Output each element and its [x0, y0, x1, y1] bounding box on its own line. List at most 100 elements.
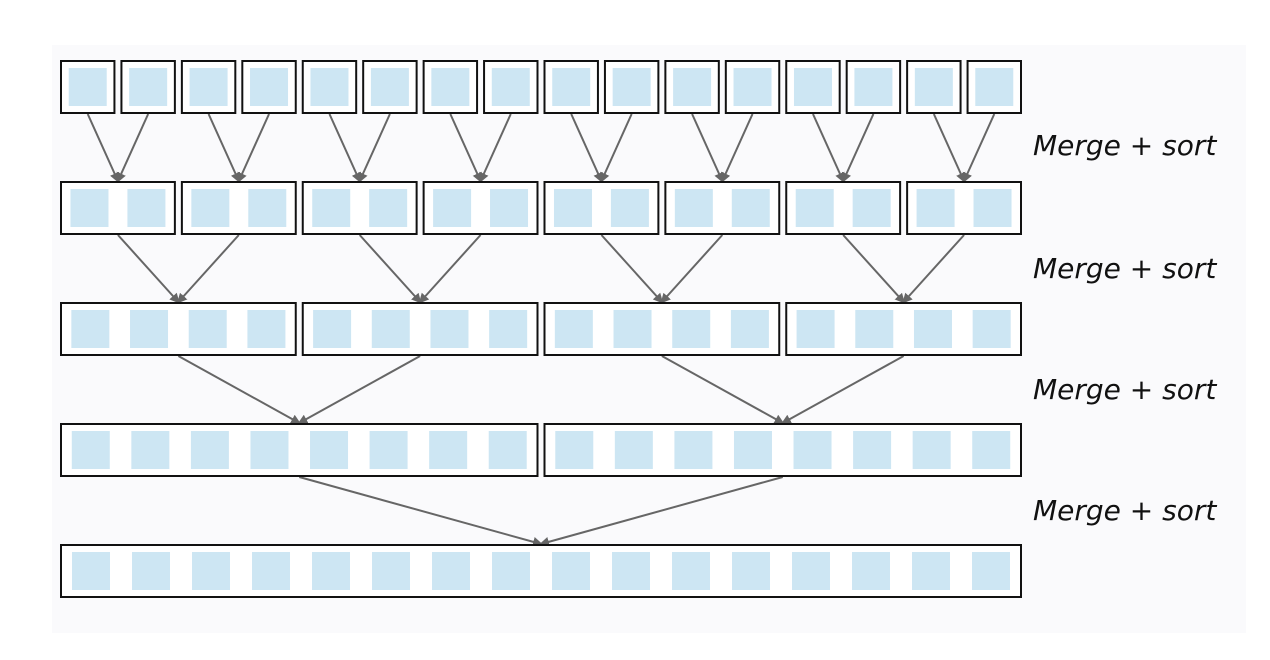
- array-levels: [60, 60, 1022, 598]
- array-element: [192, 552, 230, 590]
- array-element: [431, 68, 470, 106]
- array-element: [912, 552, 950, 590]
- merge-arrow: [207, 113, 241, 183]
- merge-arrow: [297, 355, 421, 424]
- step-label-2: Merge + sort: [1033, 252, 1217, 285]
- array-element: [975, 68, 1014, 106]
- array-element: [189, 68, 228, 106]
- array-element: [488, 431, 527, 469]
- array-element: [369, 431, 408, 469]
- merge-arrow: [812, 113, 845, 183]
- array-element: [313, 310, 352, 348]
- array-element: [371, 310, 410, 348]
- array-element: [914, 68, 953, 106]
- array-element: [855, 310, 894, 348]
- merge-arrows: [86, 113, 996, 547]
- merge-arrow: [932, 113, 966, 183]
- array-element: [792, 552, 830, 590]
- merge-arrow: [570, 113, 603, 183]
- merge-arrow: [539, 476, 784, 547]
- merge-arrow: [691, 113, 724, 183]
- merge-arrow: [600, 234, 664, 304]
- array-element: [71, 431, 110, 469]
- array-element: [612, 68, 651, 106]
- array-element: [795, 189, 834, 227]
- array-element: [674, 189, 713, 227]
- array-element: [672, 552, 710, 590]
- array-element: [852, 552, 890, 590]
- array-element: [553, 189, 592, 227]
- array-element: [188, 310, 227, 348]
- array-element: [70, 189, 109, 227]
- array-element: [552, 68, 591, 106]
- merge-arrow: [117, 234, 180, 304]
- array-element: [312, 552, 350, 590]
- array-element: [127, 189, 166, 227]
- array-element: [248, 189, 287, 227]
- merge-arrow: [116, 113, 150, 183]
- array-element: [491, 68, 530, 106]
- array-element: [972, 310, 1011, 348]
- step-label-3: Merge + sort: [1033, 373, 1217, 406]
- merge-arrow: [177, 234, 240, 304]
- array-element: [130, 310, 169, 348]
- step-label-4: Merge + sort: [1033, 494, 1217, 527]
- array-element: [552, 552, 590, 590]
- array-element: [733, 68, 772, 106]
- array-element: [250, 68, 289, 106]
- array-element: [731, 189, 770, 227]
- array-element: [310, 68, 349, 106]
- merge-arrow: [177, 355, 301, 424]
- array-element: [613, 310, 652, 348]
- merge-arrow: [328, 113, 361, 183]
- array-element: [733, 431, 772, 469]
- array-element: [72, 552, 110, 590]
- array-element: [732, 552, 770, 590]
- merge-arrow: [358, 234, 422, 304]
- array-element: [796, 310, 835, 348]
- array-element: [132, 552, 170, 590]
- array-element: [854, 68, 893, 106]
- array-element: [793, 68, 832, 106]
- array-element: [913, 310, 952, 348]
- array-element: [430, 310, 469, 348]
- array-element: [131, 431, 170, 469]
- array-element: [916, 189, 955, 227]
- merge-arrow: [600, 113, 633, 183]
- merge-arrow: [237, 113, 270, 183]
- merge-arrow: [842, 234, 905, 304]
- array-element: [71, 310, 110, 348]
- array-element: [372, 552, 410, 590]
- array-element: [973, 189, 1012, 227]
- merge-arrow: [781, 355, 905, 424]
- merge-arrow: [721, 113, 754, 183]
- array-element: [490, 189, 529, 227]
- merge-arrow: [298, 476, 543, 547]
- array-element: [429, 431, 468, 469]
- array-element: [247, 310, 286, 348]
- array-element: [730, 310, 769, 348]
- array-element: [555, 431, 594, 469]
- array-element: [190, 431, 229, 469]
- array-element: [610, 189, 649, 227]
- merge-arrow: [479, 113, 512, 183]
- array-element: [68, 68, 107, 106]
- array-element: [252, 552, 290, 590]
- merge-arrow: [660, 234, 724, 304]
- step-label-1: Merge + sort: [1033, 129, 1217, 162]
- array-element: [554, 310, 593, 348]
- merge-arrow: [418, 234, 482, 304]
- array-element: [369, 189, 408, 227]
- array-element: [673, 68, 712, 106]
- array-element: [310, 431, 349, 469]
- array-element: [612, 552, 650, 590]
- array-element: [191, 189, 230, 227]
- merge-arrow: [358, 113, 391, 183]
- array-element: [312, 189, 351, 227]
- array-element: [250, 431, 289, 469]
- array-element: [674, 431, 713, 469]
- merge-arrow: [841, 113, 875, 183]
- merge-arrow: [661, 355, 785, 424]
